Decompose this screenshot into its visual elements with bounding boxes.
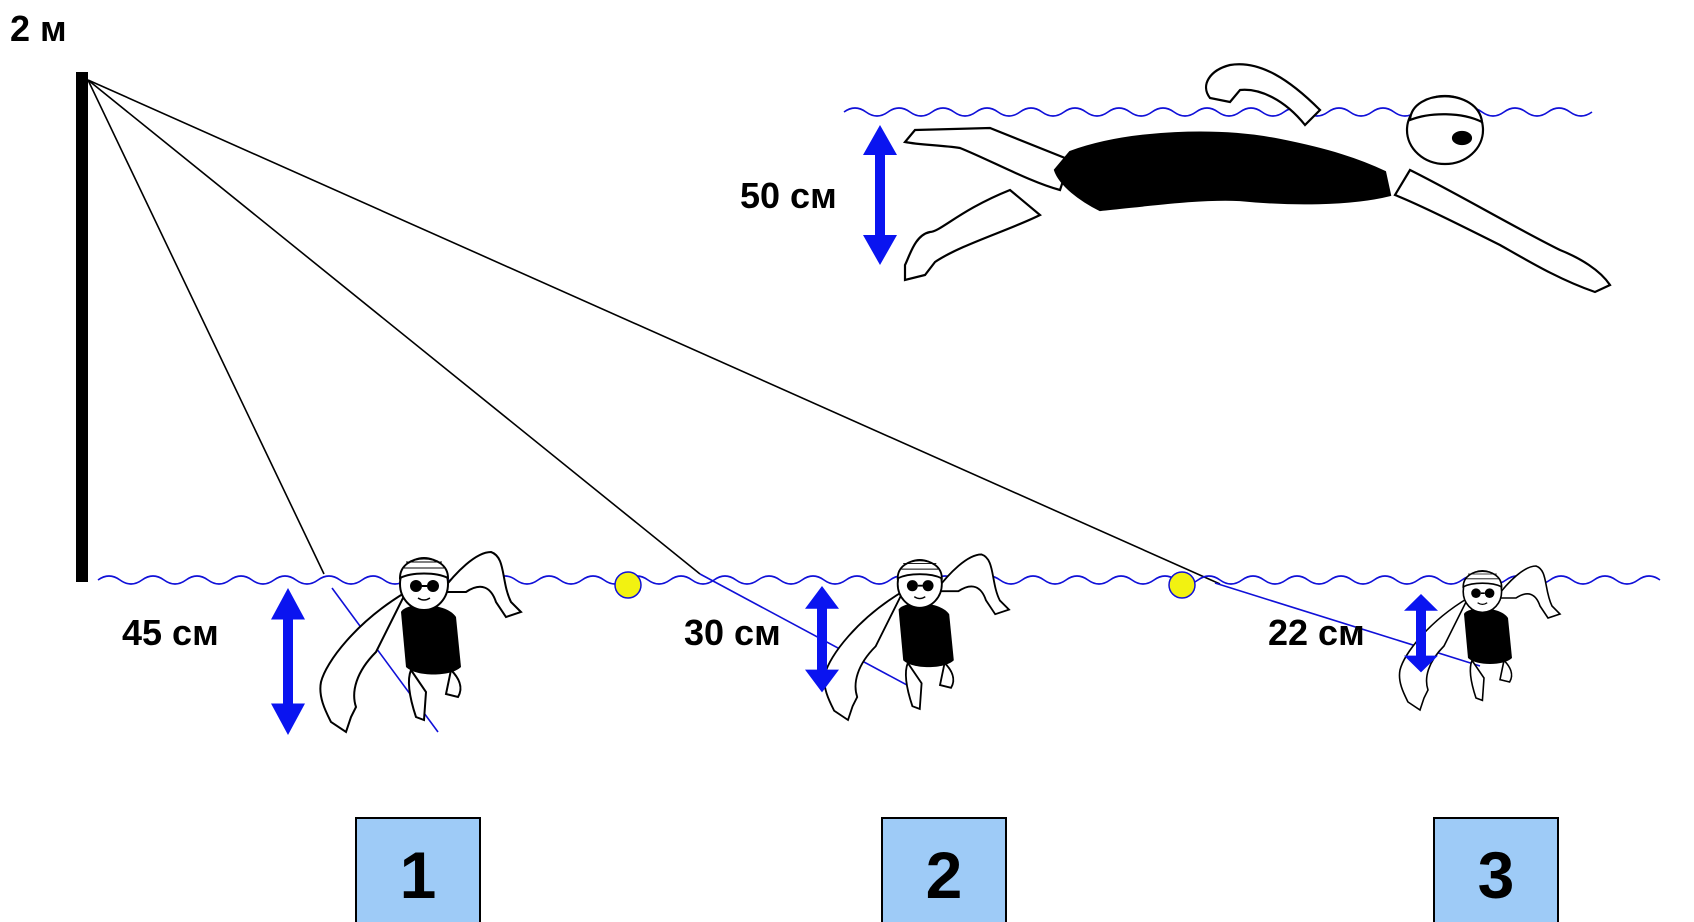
vertical-pole [76,72,88,582]
panel-number: 2 [926,838,963,912]
double-arrow-icon [863,125,897,265]
lane-float-icon [614,571,642,599]
water-surface-bottom [97,575,1661,585]
pole-height-label: 2 м [10,8,67,49]
panel-number: 3 [1478,838,1515,912]
double-arrow-icon [271,588,305,735]
depth-label-3: 22 см [1268,612,1365,653]
front-view-swimmer-icon [319,551,522,733]
freestyle-depth-label: 50 см [740,175,837,216]
freestyle-swimmer-icon [902,63,1612,294]
panel-1: 1 [355,817,481,922]
panel-3: 3 [1433,817,1559,922]
panel-2: 2 [881,817,1007,922]
depth-label-1: 45 см [122,612,219,653]
front-view-swimmer-icon [823,553,1010,721]
panel-number: 1 [400,838,437,912]
depth-label-2: 30 см [684,612,781,653]
sight-lines [87,79,1221,585]
lane-float-icon [1168,571,1196,599]
